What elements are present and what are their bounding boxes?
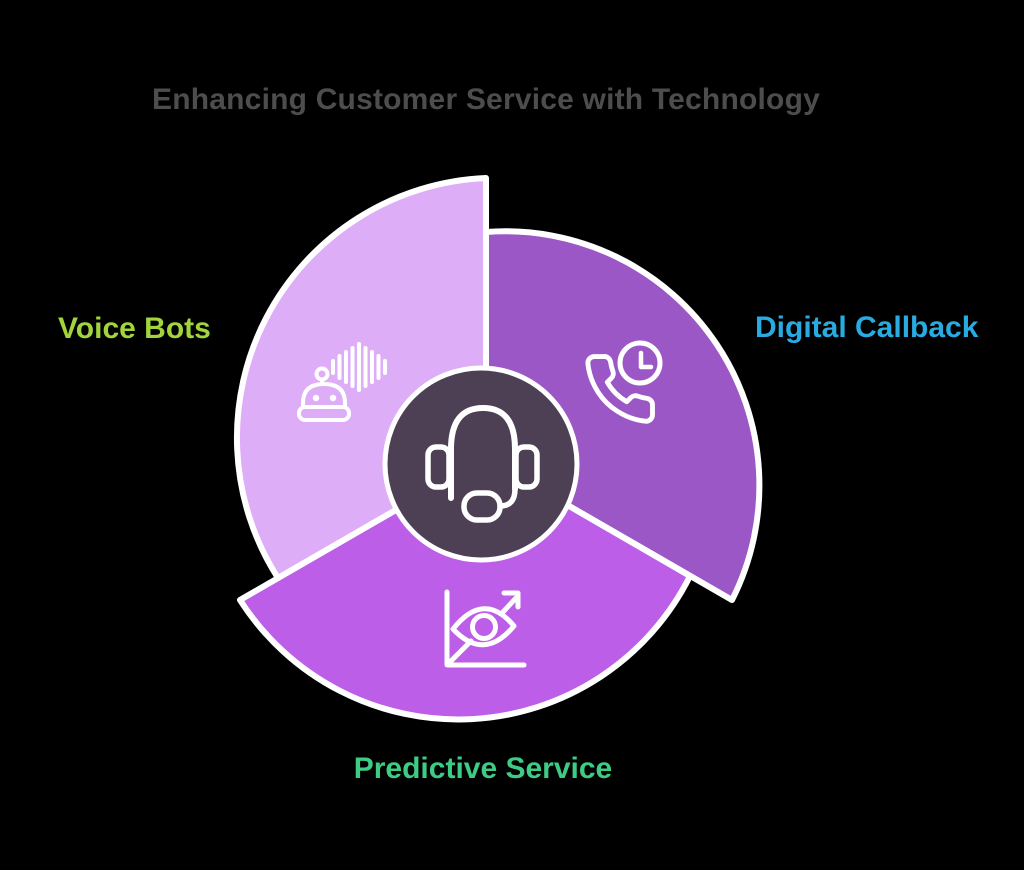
- headset-mic: [461, 490, 503, 523]
- clock-hands: [638, 350, 654, 370]
- center-circle: [382, 365, 580, 563]
- robot-antenna-tip: [314, 366, 330, 382]
- eye-pupil: [470, 613, 498, 641]
- arrow-shaft-upper: [500, 595, 519, 615]
- headset-icon: [425, 405, 540, 523]
- sound-wave-icon: [331, 342, 387, 392]
- robot-eye-left: [312, 394, 320, 402]
- page-title: Enhancing Customer Service with Technolo…: [152, 83, 820, 116]
- headset-earcup-right: [513, 444, 540, 490]
- robot-eye-right: [329, 394, 337, 402]
- arrow-shaft-lower: [446, 638, 474, 666]
- eye-outline: [450, 606, 517, 648]
- chart-axis: [444, 589, 527, 668]
- arrow-head: [501, 590, 521, 610]
- segment-predictive-service: [237, 455, 693, 723]
- wheel-center: [382, 365, 580, 563]
- phone-clock-icon: [585, 340, 663, 424]
- segment-label-predictive-service: Predictive Service: [353, 752, 613, 785]
- voice-bot-icon: [297, 342, 387, 422]
- headset-band: [448, 405, 518, 501]
- headset-earcup-left: [425, 444, 452, 490]
- segment-label-digital-callback: Digital Callback: [755, 311, 979, 344]
- segment-label-voice-bots: Voice Bots: [58, 312, 211, 345]
- eye-forecast-icon: [444, 589, 527, 668]
- robot-base: [297, 405, 351, 422]
- phone-handset-icon: [585, 354, 655, 424]
